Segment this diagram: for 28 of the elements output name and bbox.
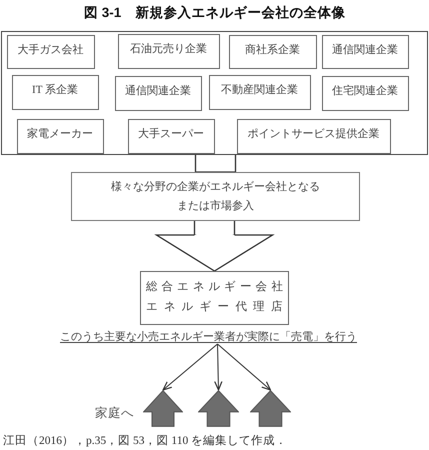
house-icon xyxy=(250,390,291,427)
process-box: 様々な分野の企業がエネルギー会社となるまたは市場参入 xyxy=(71,172,360,221)
source-note: 江田（2016），p.35，図 53，図 110 を編集して作成． xyxy=(3,434,288,449)
arrow xyxy=(162,344,218,391)
figure-title: 図 3-1 新規参入エネルギー会社の全体像 xyxy=(84,4,346,21)
company-box: 大手ガス会社 xyxy=(6,34,94,68)
arrow xyxy=(217,344,272,391)
company-box: 石油元売り企業 xyxy=(118,34,220,68)
company-box: ポイントサービス提供企業 xyxy=(236,118,390,154)
company-box: 不動産関連企業 xyxy=(208,74,310,110)
outer-frame xyxy=(1,31,428,155)
entity-name: エネルギー代理店 xyxy=(146,299,289,315)
company-box: 住宅関連企業 xyxy=(322,76,408,110)
block-arrow xyxy=(156,220,274,272)
hollow-connector xyxy=(194,154,236,173)
company-box: 商社系企業 xyxy=(228,34,316,68)
side-label: 家庭へ xyxy=(95,405,134,421)
agency-box xyxy=(140,271,289,325)
house-icon xyxy=(143,390,183,427)
arrow xyxy=(214,344,222,391)
company-box: 通信関連企業 xyxy=(114,76,202,110)
underlined-note: このうち主要な小売エネルギー業者が実際に「売電」を行う xyxy=(60,330,357,344)
company-box: 家電メーカー xyxy=(16,118,104,154)
house-icon xyxy=(198,390,239,427)
company-box: 大手スーパー xyxy=(128,118,214,154)
company-box: 通信関連企業 xyxy=(322,34,408,68)
entity-name: 総合エネルギー会社 xyxy=(146,280,287,295)
company-box: IT 系企業 xyxy=(12,74,98,110)
